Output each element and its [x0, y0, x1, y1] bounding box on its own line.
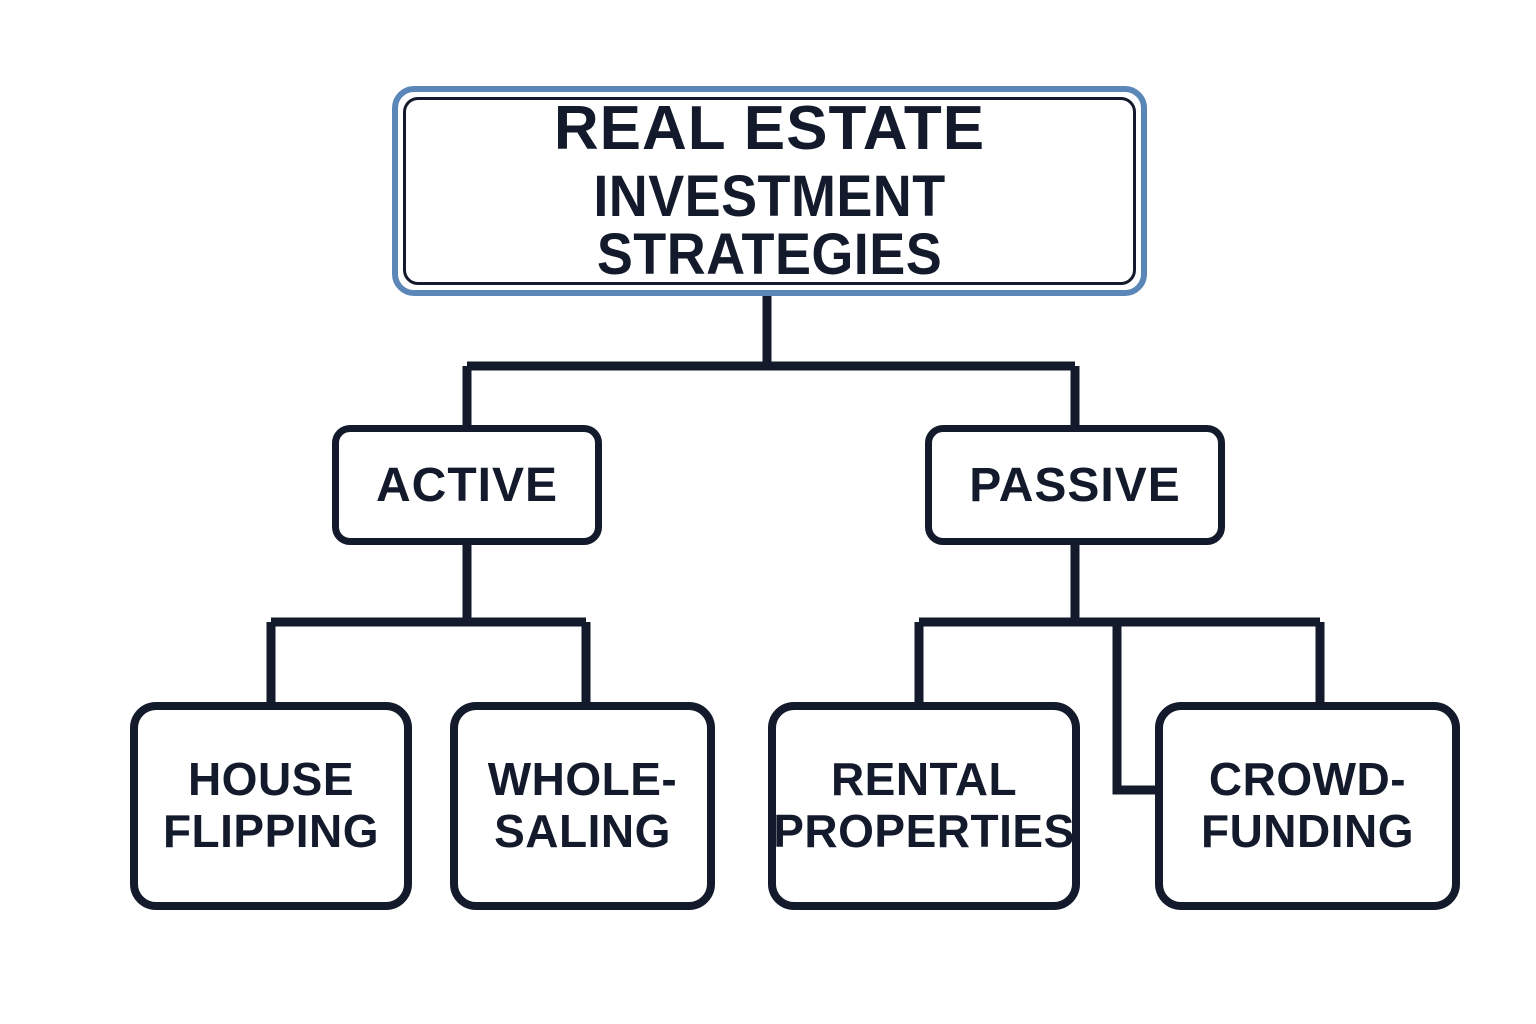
leaf-label-crowdfunding-line-2: FUNDING — [1200, 805, 1415, 857]
leaf-node-wholesaling[interactable]: WHOLE- SALING — [450, 702, 715, 910]
leaf-label-house-flipping-line-1: HOUSE — [187, 753, 355, 806]
branch-label-active: ACTIVE — [375, 458, 558, 512]
connector-to-crowdfunding-side — [1112, 622, 1160, 795]
leaf-label-house-flipping: HOUSE FLIPPING — [153, 754, 389, 857]
leaf-label-crowdfunding-line-1: CROWD- — [1208, 753, 1407, 806]
root-node-inner: REAL ESTATE INVESTMENT STRATEGIES — [403, 97, 1136, 285]
leaf-label-rental-properties: RENTAL PROPERTIES — [763, 754, 1085, 857]
root-title-line-1: REAL ESTATE — [553, 94, 986, 163]
leaf-label-wholesaling-line-2: SALING — [494, 805, 671, 857]
branch-label-passive: PASSIVE — [969, 458, 1181, 512]
branch-node-passive[interactable]: PASSIVE — [925, 425, 1225, 545]
leaf-label-rental-properties-line-2: PROPERTIES — [773, 805, 1075, 857]
leaf-label-house-flipping-line-2: FLIPPING — [162, 805, 380, 857]
root-node-real-estate-investment-strategies[interactable]: REAL ESTATE INVESTMENT STRATEGIES — [392, 86, 1147, 296]
branch-node-active[interactable]: ACTIVE — [332, 425, 602, 545]
leaf-label-crowdfunding: CROWD- FUNDING — [1191, 754, 1424, 857]
leaf-node-crowdfunding[interactable]: CROWD- FUNDING — [1155, 702, 1460, 910]
leaf-label-wholesaling: WHOLE- SALING — [478, 754, 688, 857]
leaf-node-house-flipping[interactable]: HOUSE FLIPPING — [130, 702, 412, 910]
leaf-label-wholesaling-line-1: WHOLE- — [487, 753, 678, 806]
leaf-node-rental-properties[interactable]: RENTAL PROPERTIES — [768, 702, 1080, 910]
root-title-line-2: INVESTMENT STRATEGIES — [593, 164, 946, 287]
leaf-label-rental-properties-line-1: RENTAL — [830, 753, 1018, 806]
